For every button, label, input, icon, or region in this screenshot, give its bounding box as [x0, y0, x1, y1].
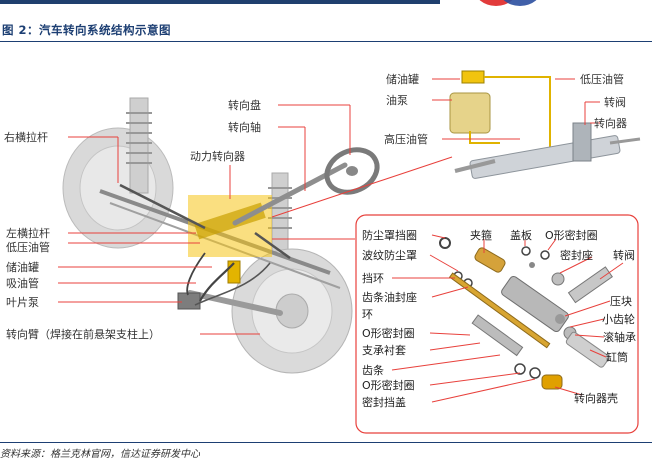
label-cover-plate: 盖板 — [510, 228, 532, 242]
exploded-parts — [439, 237, 613, 390]
label-rack: 齿条 — [362, 363, 384, 377]
label-dust-cover-retainer: 防尘罩挡圈 — [362, 228, 417, 242]
label-ring: 环 — [362, 308, 373, 321]
label-pinion: 小齿轮 — [602, 312, 635, 326]
label-left-tie-rod: 左横拉杆 — [6, 226, 50, 240]
connector-to-upper-inset — [271, 156, 453, 218]
label-o-ring-3: O形密封圈 — [362, 378, 415, 392]
brand-logo — [479, 0, 537, 6]
figure-title: 图 2：汽车转向系统结构示意图 — [2, 23, 172, 37]
inset-label-high-pressure-hose: 高压油管 — [384, 132, 428, 146]
label-rack-oil-seal-seat: 齿条油封座 — [362, 290, 417, 304]
inset-label-steering-gear: 转向器 — [594, 116, 627, 130]
label-seal-cap: 密封挡盖 — [362, 395, 406, 409]
label-power-steering-gear: 动力转向器 — [190, 149, 245, 163]
label-steering-wheel: 转向盘 — [228, 98, 261, 112]
inset-label-oil-pump: 油泵 — [386, 93, 408, 107]
label-seal-seat: 密封座 — [560, 248, 593, 262]
label-o-ring-2: O形密封圈 — [362, 326, 415, 340]
label-cylinder: 缸筒 — [606, 350, 628, 364]
chassis-illustration — [62, 97, 380, 374]
label-steering-gear-housing: 转向器壳 — [574, 391, 618, 405]
steering-diagram: 右横拉杆 左横拉杆 低压油管 储油罐 吸油管 叶片泵 转向臂（焊接在前悬架支柱上… — [4, 70, 641, 434]
label-bellows-dust-cover: 波纹防尘罩 — [362, 248, 417, 262]
label-retaining-ring: 挡环 — [362, 271, 384, 285]
upper-inset-illustration — [449, 70, 641, 179]
source-note: 资料来源：格兰克林官网，信达证券研发中心 — [0, 449, 200, 460]
label-steering-arm: 转向臂（焊接在前悬架支柱上） — [6, 327, 160, 341]
inset-label-reservoir: 储油罐 — [386, 72, 419, 86]
label-right-tie-rod: 右横拉杆 — [4, 130, 48, 144]
label-o-ring-1: O形密封圈 — [545, 228, 598, 242]
label-roller-bearing: 滚轴承 — [603, 330, 636, 344]
title-divider — [0, 41, 652, 42]
label-rotary-valve: 转阀 — [613, 248, 635, 262]
inset-label-low-pressure-hose: 低压油管 — [580, 72, 624, 86]
label-low-pressure-hose: 低压油管 — [6, 240, 50, 254]
footer-divider — [0, 442, 652, 443]
upper-inset-leader-lines — [432, 78, 600, 140]
main-leader-lines — [58, 104, 351, 335]
label-clamp: 夹箍 — [470, 228, 492, 242]
top-bar — [0, 0, 440, 4]
inset-label-rotary-valve: 转阀 — [604, 95, 626, 109]
label-steering-shaft: 转向轴 — [228, 120, 261, 134]
exploded-leader-lines — [391, 234, 624, 403]
label-suction-hose: 吸油管 — [6, 276, 39, 290]
label-vane-pump: 叶片泵 — [6, 296, 39, 309]
label-reservoir: 储油罐 — [6, 260, 39, 274]
label-pressure-block: 压块 — [610, 295, 632, 308]
label-support-bushing: 支承衬套 — [362, 344, 406, 357]
